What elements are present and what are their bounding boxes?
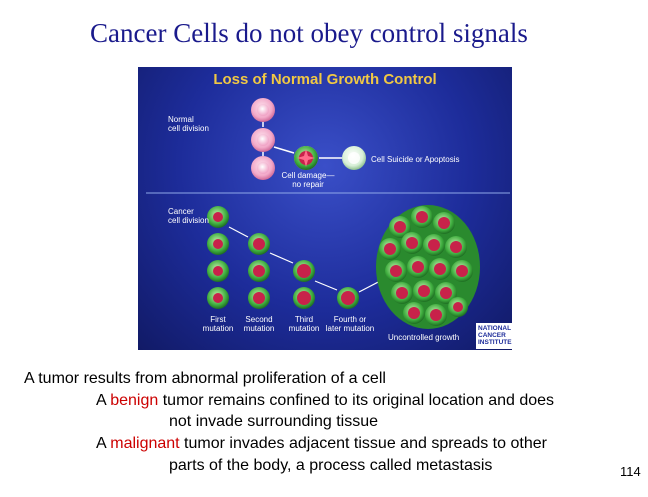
normal-cell-2 <box>251 128 275 152</box>
cancer-label-line1: Cancer <box>168 207 194 216</box>
stage-label-4: Fourth or later mutation <box>320 315 380 333</box>
logo-line3: INSTITUTE <box>478 339 512 346</box>
stage-label-3: Third mutation <box>284 315 324 333</box>
logo-line2: CANCER <box>478 332 506 339</box>
logo-line1: NATIONAL <box>478 325 512 332</box>
normal-cell-3 <box>251 156 275 180</box>
stage-1-line2: mutation <box>202 324 234 333</box>
tumor-mass <box>376 205 480 329</box>
slide-number: 114 <box>620 464 641 479</box>
stage-1-line1: First <box>210 315 226 324</box>
malignant-prefix: A <box>96 435 111 452</box>
normal-label-line2: cell division <box>168 124 209 133</box>
stage-2-line1: Second <box>245 315 273 324</box>
cancer-column-2 <box>248 233 270 309</box>
damage-label-line2: no repair <box>292 180 324 189</box>
damage-label-line1: Cell damage— <box>281 171 335 180</box>
text-line-benign: A benign tumor remains confined to its o… <box>96 391 554 411</box>
uncontrolled-label: Uncontrolled growth <box>388 333 460 342</box>
stage-label-2: Second mutation <box>239 315 279 333</box>
cancer-column-1 <box>207 206 229 309</box>
damaged-cell <box>294 146 318 170</box>
damage-label: Cell damage— no repair <box>280 171 336 189</box>
malignant-rest: tumor invades adjacent tissue and spread… <box>179 435 547 452</box>
stage-label-1: First mutation <box>198 315 238 333</box>
apoptosis-cell <box>342 146 366 170</box>
apoptosis-label: Cell Suicide or Apoptosis <box>371 155 460 164</box>
cancer-label: Cancer cell division <box>168 207 209 225</box>
stage-4-line1: Fourth or <box>333 315 367 324</box>
text-line-malignant: A malignant tumor invades adjacent tissu… <box>96 434 547 454</box>
stage-3-line2: mutation <box>288 324 320 333</box>
text-line-1: A tumor results from abnormal proliferat… <box>24 370 386 387</box>
benign-word: benign <box>110 392 159 409</box>
nci-logo: NATIONAL CANCER INSTITUTE <box>476 323 512 349</box>
normal-cell-1 <box>251 98 275 122</box>
cancer-column-4 <box>337 287 359 309</box>
figure-illustration <box>146 98 510 329</box>
stage-4-line2: later mutation <box>325 324 375 333</box>
benign-prefix: A <box>96 392 111 409</box>
stage-3-line1: Third <box>294 315 314 324</box>
benign-rest: tumor remains confined to its original l… <box>158 392 555 409</box>
malignant-word: malignant <box>110 435 180 452</box>
cancer-label-line2: cell division <box>168 216 209 225</box>
figure-title: Loss of Normal Growth Control <box>213 71 437 88</box>
slide-title: Cancer Cells do not obey control signals <box>90 18 528 48</box>
stage-2-line2: mutation <box>243 324 275 333</box>
text-line-malignant-cont: parts of the body, a process called meta… <box>169 457 493 474</box>
cancer-column-3 <box>293 260 315 309</box>
growth-control-figure: Loss of Normal Growth Control Normal cel… <box>138 67 512 350</box>
normal-label-line1: Normal <box>168 115 194 124</box>
normal-label: Normal cell division <box>168 115 209 133</box>
text-line-benign-cont: not invade surrounding tissue <box>169 413 379 430</box>
